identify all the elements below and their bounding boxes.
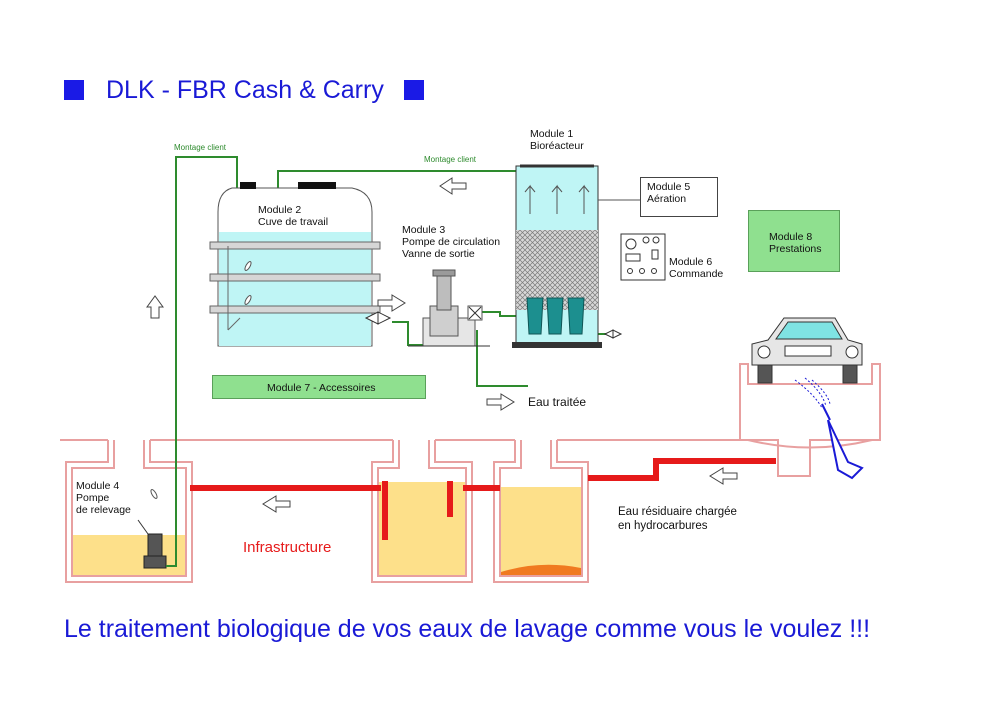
- module1-name: Module 1: [530, 128, 574, 140]
- module8-name: Module 8: [769, 231, 813, 243]
- label-montage-client-left: Montage client: [174, 143, 227, 152]
- module7-box: Module 7 - Accessoires: [212, 375, 426, 399]
- label-module6: Module 6 Commande: [669, 256, 723, 280]
- label-eau-traitee: Eau traitée: [528, 395, 587, 409]
- page-title: DLK - FBR Cash & Carry: [106, 76, 384, 104]
- arrow-left-icon: [262, 495, 291, 513]
- arrow-right-icon: [377, 294, 406, 312]
- label-module2: Module 2 Cuve de travail: [258, 204, 328, 228]
- label-eau-residuaire: Eau résiduaire chargée en hydrocarbures: [618, 505, 737, 533]
- label-module1: Module 1 Bioréacteur: [530, 128, 584, 152]
- module6-desc: Commande: [669, 268, 724, 280]
- module2-desc: Cuve de travail: [258, 216, 329, 228]
- module4-desc1: Pompe: [76, 492, 110, 504]
- module4-desc2: de relevage: [76, 504, 131, 516]
- eau-residuaire-line2: en hydrocarbures: [618, 520, 708, 532]
- eau-residuaire-line1: Eau résiduaire chargée: [618, 506, 737, 518]
- circulation-pump: [408, 269, 490, 347]
- arrow-up-icon: [146, 295, 164, 319]
- arrow-left-icon: [709, 467, 738, 485]
- ground-outline: [60, 363, 881, 583]
- module8-box: Module 8 Prestations: [748, 210, 840, 272]
- title-bullet-left-icon: [64, 80, 84, 100]
- module1-desc: Bioréacteur: [530, 140, 584, 152]
- module5-box: Module 5 Aération: [640, 177, 718, 217]
- module4-name: Module 4: [76, 480, 120, 492]
- module8-desc: Prestations: [769, 243, 822, 255]
- arrow-left-icon: [439, 177, 467, 195]
- red-pipes: [190, 458, 776, 540]
- module6-name: Module 6: [669, 256, 713, 268]
- label-infrastructure: Infrastructure: [243, 539, 332, 556]
- footer-slogan: Le traitement biologique de vos eaux de …: [64, 615, 871, 643]
- module5-name: Module 5: [647, 181, 691, 193]
- lift-pump: [137, 489, 167, 569]
- flow-arrows: [146, 177, 738, 513]
- label-module3: Module 3 Pompe de circulation Vanne de s…: [402, 224, 500, 260]
- pressure-washer-icon: [794, 377, 864, 480]
- module2-name: Module 2: [258, 204, 302, 216]
- label-montage-client-top: Montage client: [424, 155, 477, 164]
- sump3-liquid: [501, 487, 581, 575]
- bioreactor: [512, 164, 640, 348]
- module3-desc1: Pompe de circulation: [402, 236, 501, 248]
- working-tank: [209, 182, 392, 347]
- car-icon: [751, 317, 863, 384]
- module3-desc2: Vanne de sortie: [402, 248, 475, 260]
- sump1-liquid: [73, 535, 185, 575]
- module5-desc: Aération: [647, 193, 687, 205]
- sump3-sludge: [501, 564, 581, 575]
- arrow-right-icon: [486, 393, 515, 411]
- label-module4: Module 4 Pompe de relevage: [76, 480, 131, 516]
- module7-label: Module 7 - Accessoires: [267, 382, 376, 394]
- module3-name: Module 3: [402, 224, 446, 236]
- control-panel: [620, 233, 666, 281]
- title-bullet-right-icon: [404, 80, 424, 100]
